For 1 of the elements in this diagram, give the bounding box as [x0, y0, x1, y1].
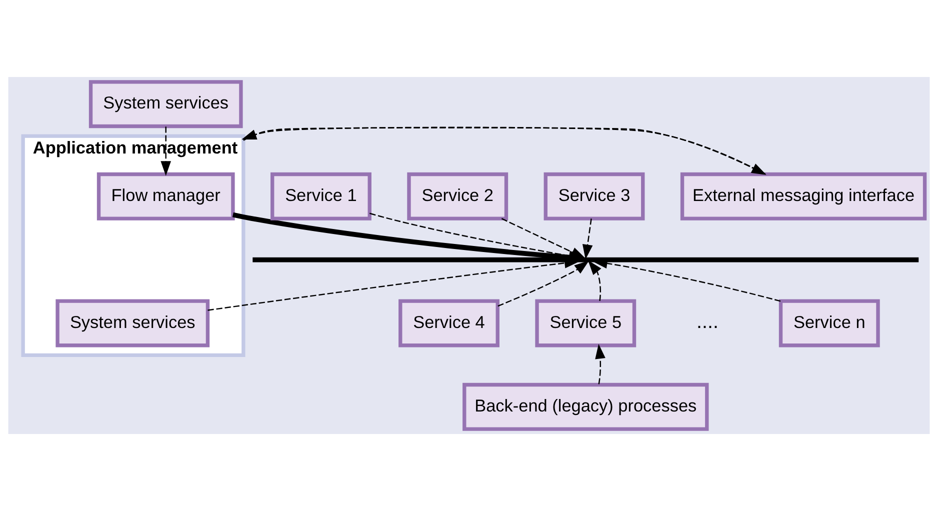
label: .... [696, 310, 718, 332]
